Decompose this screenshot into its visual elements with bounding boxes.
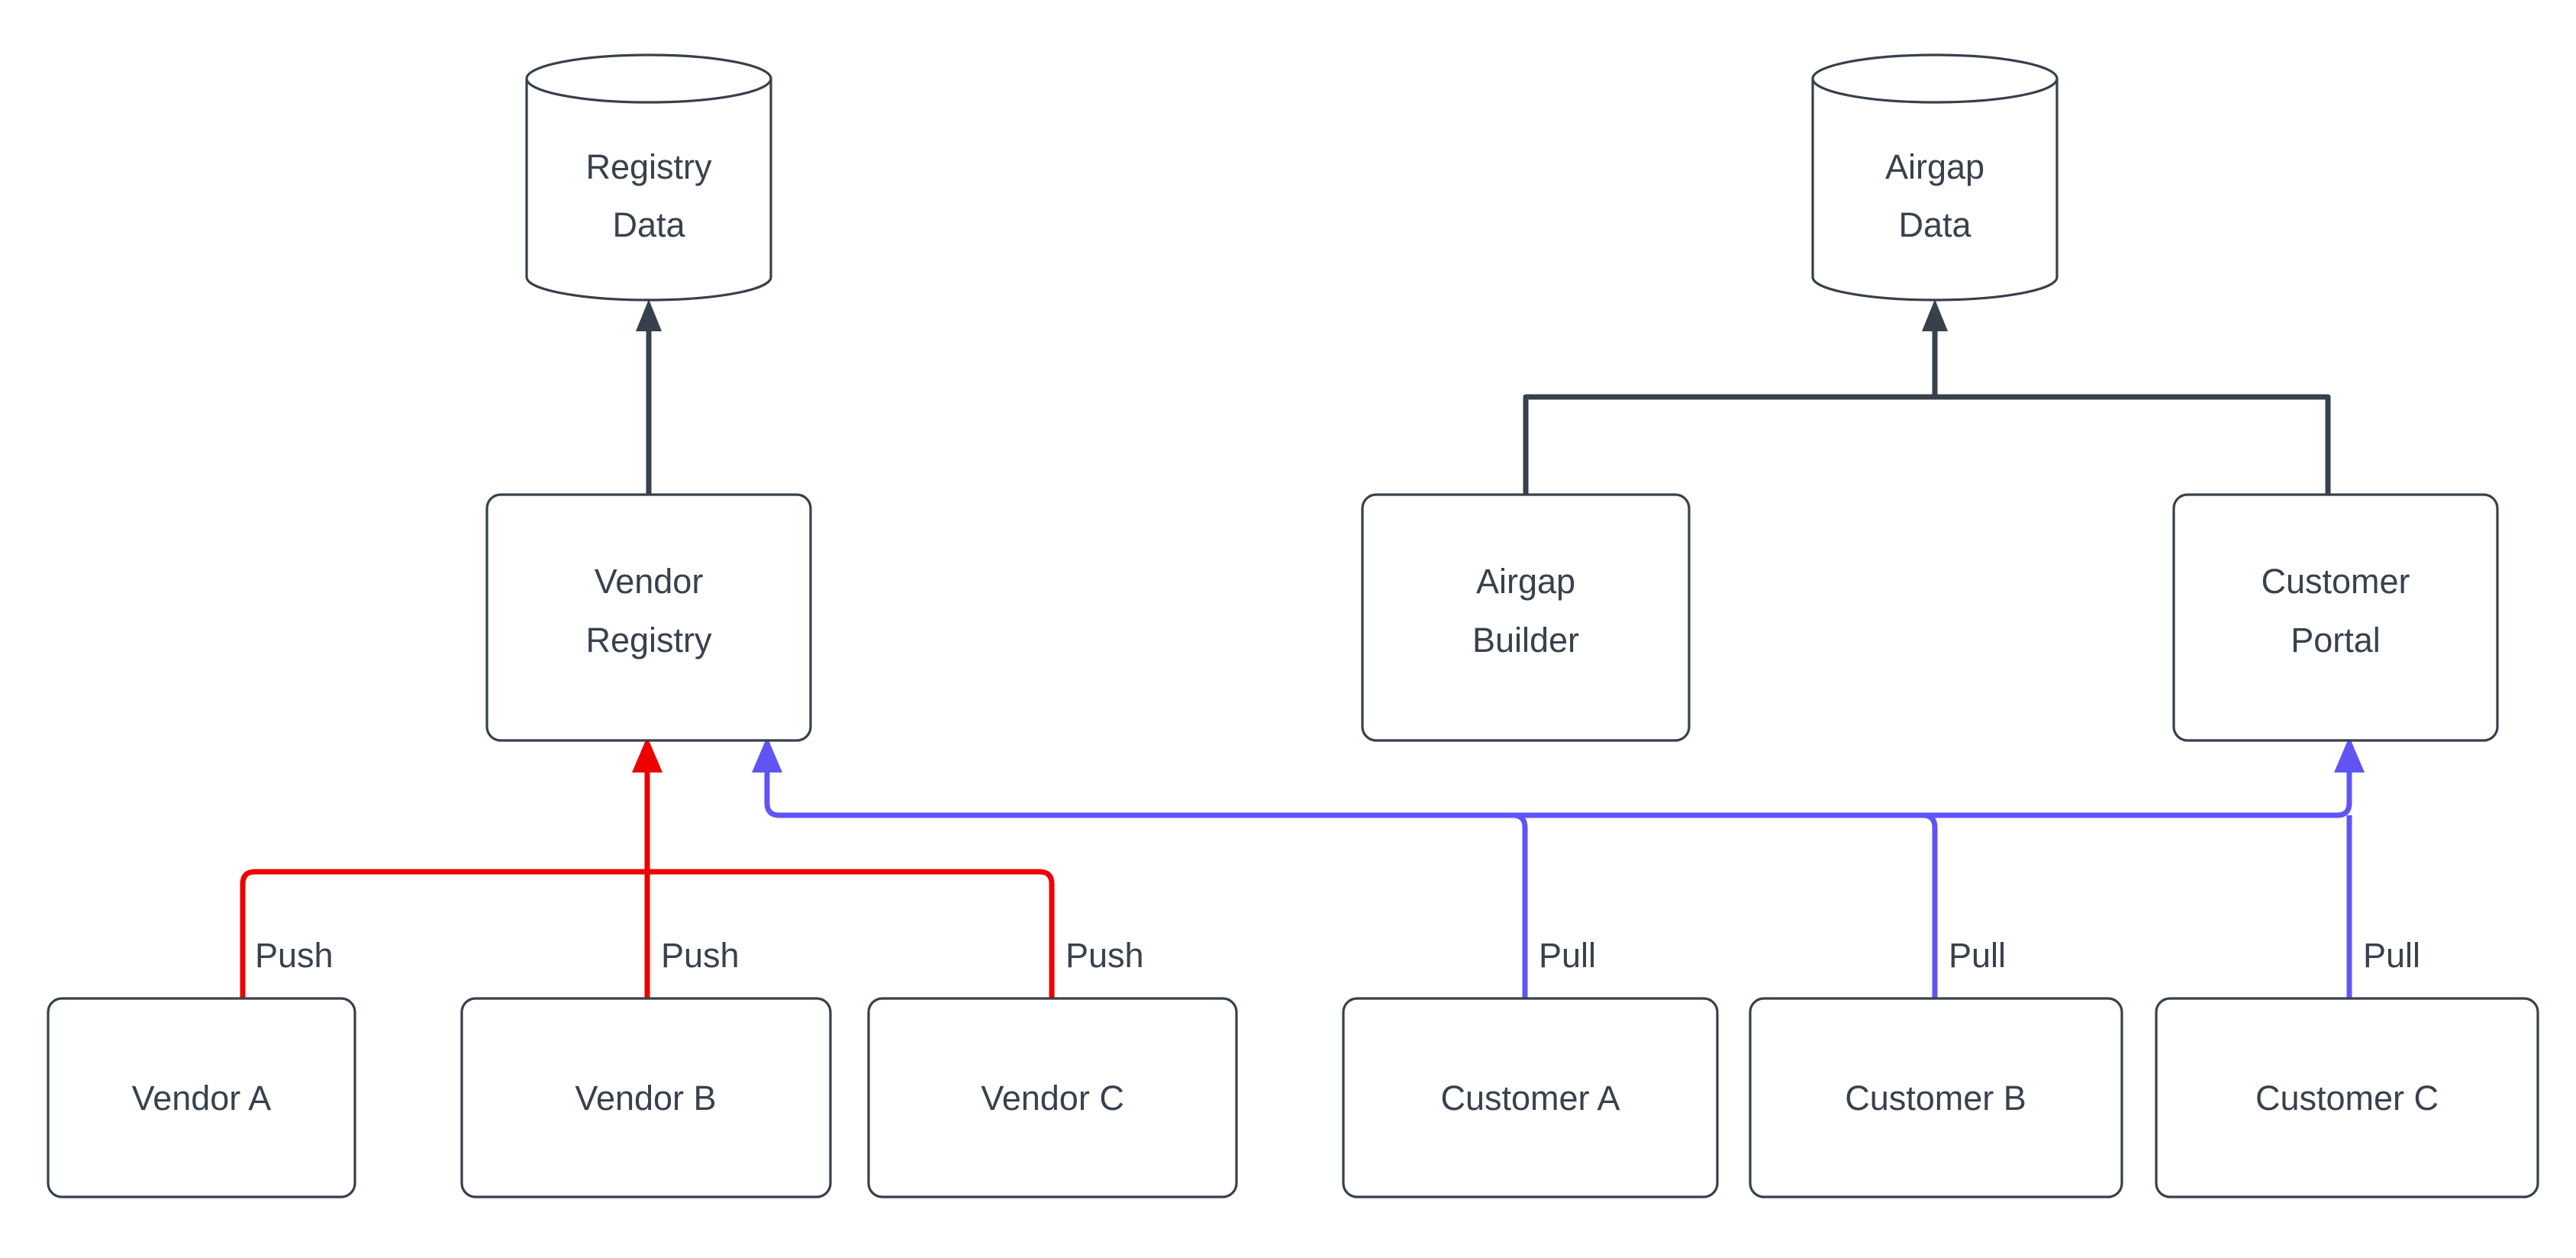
cylinder-top-ellipse — [525, 53, 772, 104]
node-label-line2: Data — [612, 205, 685, 244]
cylinder-body-shape — [1811, 79, 2059, 302]
arrow-head-up-icon — [636, 299, 662, 331]
node-label-line1: Vendor — [595, 562, 704, 601]
edge-label-pull-customer-b: Pull — [1949, 936, 2006, 975]
node-box — [1749, 997, 2123, 1198]
node-box — [1342, 997, 1719, 1198]
node-box — [485, 493, 812, 742]
edge-push-bus — [240, 737, 1055, 998]
node-vendor-a[interactable]: Vendor A — [47, 997, 356, 1198]
node-label-line1: Airgap — [1885, 147, 1984, 186]
node-customer-portal[interactable]: Customer Portal — [2172, 493, 2499, 742]
node-label-line1: Registry — [585, 147, 712, 186]
node-label-line2: Builder — [1472, 621, 1579, 660]
node-customer-c[interactable]: Customer C — [2155, 997, 2539, 1198]
node-airgap-data[interactable]: Airgap Data — [1811, 53, 2059, 302]
node-label-line1: Airgap — [1476, 562, 1575, 601]
node-label: Customer B — [1845, 1079, 2026, 1118]
arrow-head-up-icon — [2334, 737, 2365, 773]
edge-label-push-vendor-a: Push — [255, 936, 334, 975]
cylinder-top-ellipse — [1811, 53, 2059, 104]
node-label-line2: Registry — [585, 621, 712, 660]
node-box — [867, 997, 1238, 1198]
node-label: Vendor A — [132, 1079, 272, 1118]
edge-label-push-vendor-b: Push — [661, 936, 740, 975]
node-vendor-c[interactable]: Vendor C — [867, 997, 1238, 1198]
node-label: Vendor C — [981, 1079, 1124, 1118]
node-customer-b[interactable]: Customer B — [1749, 997, 2123, 1198]
node-customer-a[interactable]: Customer A — [1342, 997, 1719, 1198]
node-box — [2155, 997, 2539, 1198]
pull-branch-customer-a — [1512, 812, 1528, 998]
arrow-head-up-icon — [1922, 299, 1948, 331]
edge-line — [1523, 394, 1935, 495]
pull-branch-customer-b — [1922, 812, 1938, 998]
node-vendor-b[interactable]: Vendor B — [460, 997, 832, 1198]
edge-label-push-vendor-c: Push — [1066, 936, 1144, 975]
cylinder-body-shape — [525, 79, 772, 302]
node-label-line2: Data — [1898, 205, 1971, 244]
node-registry-data[interactable]: Registry Data — [525, 53, 772, 302]
node-label: Customer C — [2255, 1079, 2439, 1118]
edge-airgap-builder-to-airgap-data — [1523, 394, 1935, 495]
node-box — [47, 997, 356, 1198]
node-vendor-registry[interactable]: Vendor Registry — [485, 493, 812, 742]
node-box — [1361, 493, 1691, 742]
node-label-line1: Customer — [2261, 562, 2410, 601]
node-box — [2172, 493, 2499, 742]
edge-airgap-data-inbound-arrow — [1922, 299, 1948, 397]
edge-customer-portal-to-airgap-data — [1935, 394, 2331, 495]
edge-label-pull-customer-c: Pull — [2363, 936, 2420, 975]
node-label: Customer A — [1440, 1079, 1620, 1118]
node-airgap-builder[interactable]: Airgap Builder — [1361, 493, 1691, 742]
node-box — [460, 997, 832, 1198]
arrow-head-up-icon — [632, 737, 663, 773]
node-label-line2: Portal — [2291, 621, 2381, 660]
arrow-head-up-icon — [752, 737, 782, 773]
node-label: Vendor B — [575, 1079, 716, 1118]
edge-label-pull-customer-a: Pull — [1539, 936, 1596, 975]
edge-vendor-registry-to-registry-data — [636, 299, 662, 495]
edge-line — [1935, 394, 2331, 495]
edge-pull-bus — [752, 737, 2365, 998]
pull-bus-line — [764, 763, 2352, 818]
